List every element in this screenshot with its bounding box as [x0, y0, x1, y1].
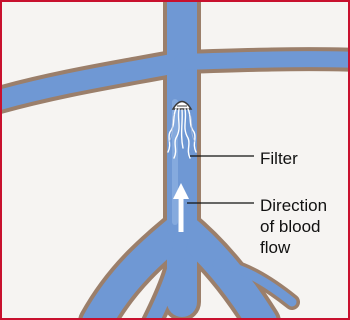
direction-line-3: flow	[260, 237, 327, 258]
blood-flow-direction-label: Direction of blood flow	[260, 195, 327, 258]
right-branch-lumen	[182, 59, 348, 62]
filter-label: Filter	[260, 148, 298, 169]
direction-line-1: Direction	[260, 195, 327, 216]
direction-line-2: of blood	[260, 216, 327, 237]
